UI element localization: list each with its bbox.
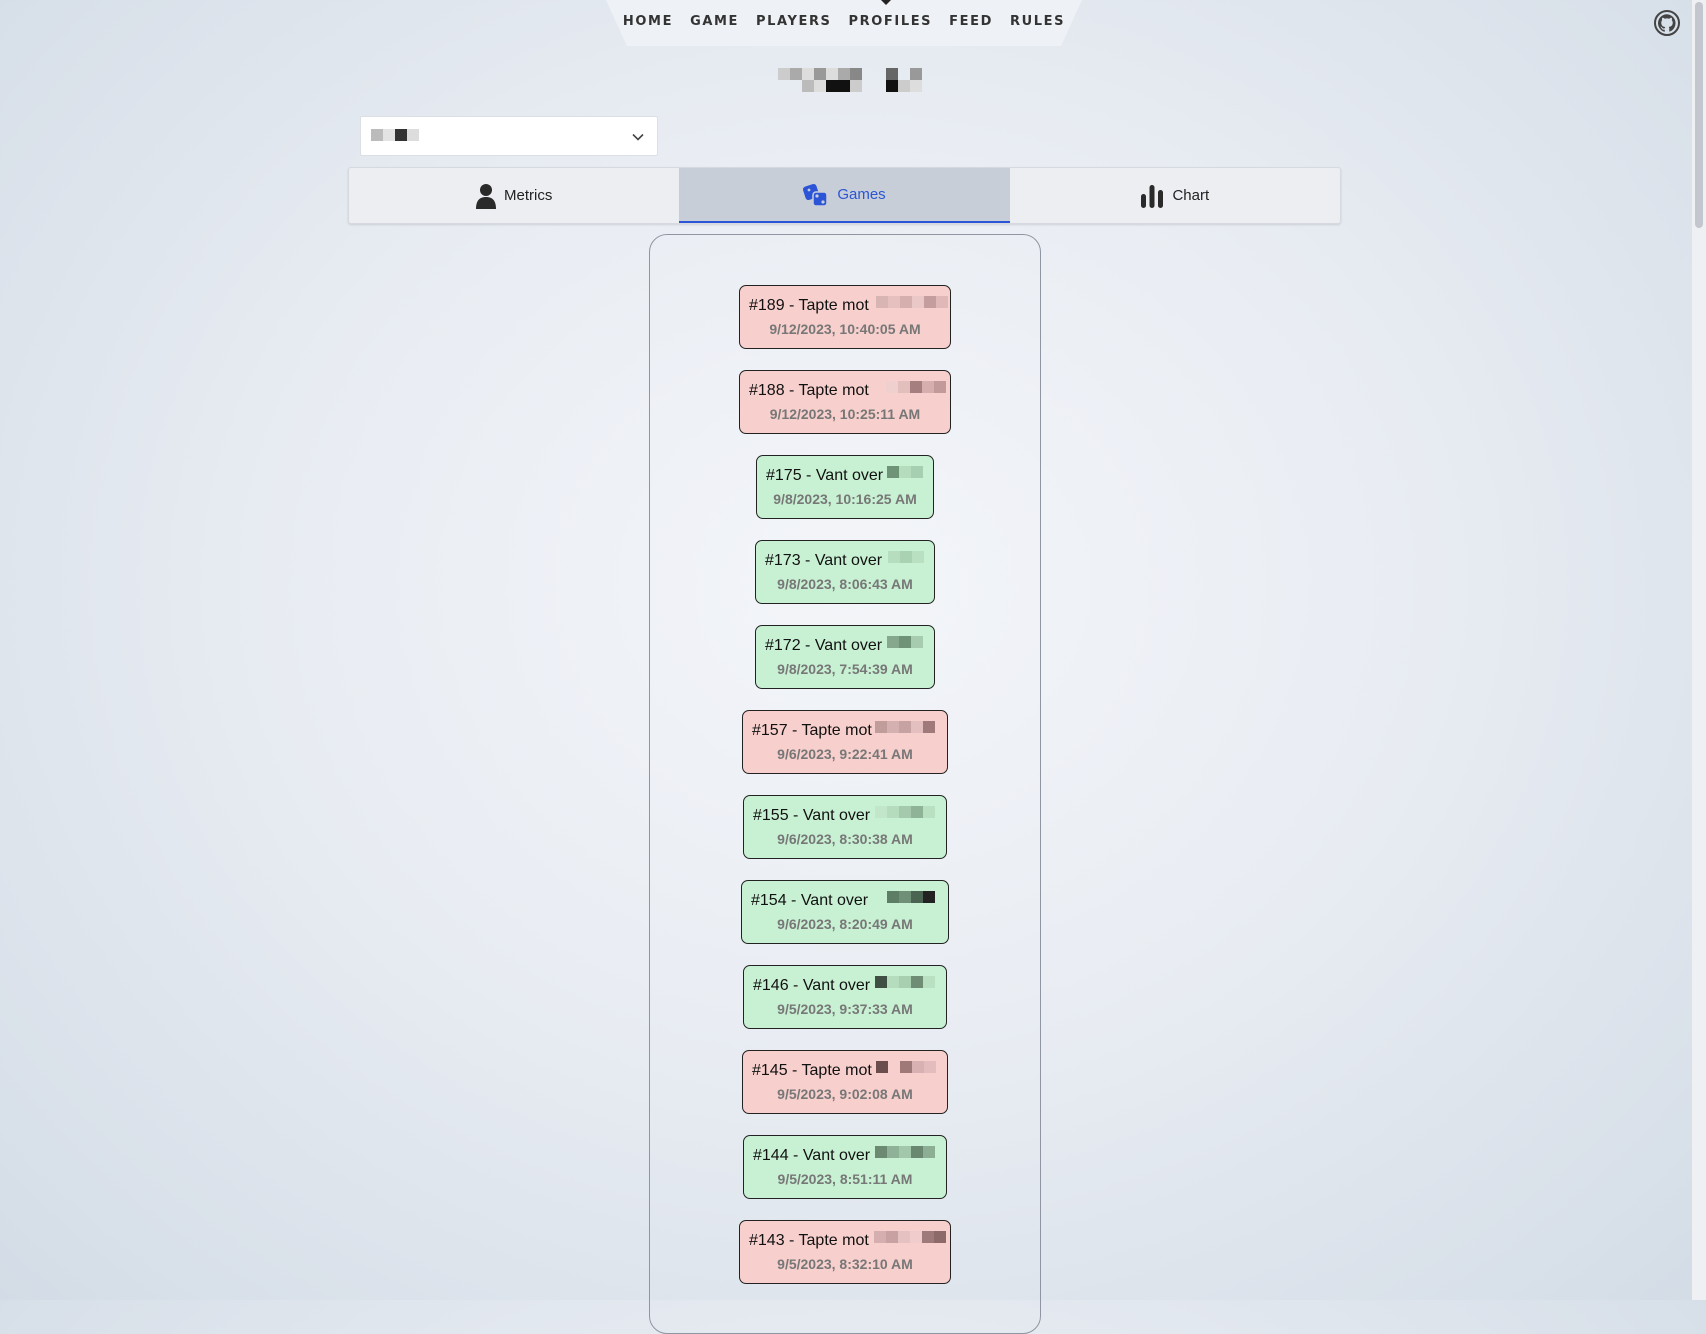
- tab-metrics[interactable]: Metrics: [349, 168, 679, 223]
- tab-metrics-label: Metrics: [503, 187, 553, 204]
- bar-chart-icon: [1141, 184, 1164, 208]
- game-title: #188 - Tapte mot: [749, 382, 869, 399]
- redacted-opponent: [875, 806, 935, 818]
- redacted-opponent: [887, 466, 923, 478]
- nav-players-link[interactable]: PLAYERS: [756, 13, 832, 29]
- game-title: #146 - Vant over: [753, 977, 871, 994]
- game-card[interactable]: #188 - Tapte mot 9/12/2023, 10:25:11 AM: [739, 370, 951, 434]
- redacted-opponent: [874, 1231, 946, 1243]
- game-date: 9/12/2023, 10:25:11 AM: [769, 406, 921, 422]
- nav-feed-link[interactable]: FEED: [949, 13, 993, 29]
- nav-rules-link[interactable]: RULES: [1010, 13, 1066, 29]
- active-nav-indicator: [881, 0, 891, 5]
- dice-icon: [803, 183, 829, 207]
- redacted-player-name: [778, 68, 922, 92]
- game-card[interactable]: #145 - Tapte mot 9/5/2023, 9:02:08 AM: [742, 1050, 948, 1114]
- game-date: 9/6/2023, 8:20:49 AM: [777, 916, 913, 932]
- game-card[interactable]: #146 - Vant over 9/5/2023, 9:37:33 AM: [743, 965, 947, 1029]
- player-select[interactable]: [360, 116, 658, 156]
- tab-games-label: Games: [837, 186, 886, 203]
- profile-tabs: Metrics Games Chart: [348, 167, 1341, 224]
- game-card[interactable]: #157 - Tapte mot 9/6/2023, 9:22:41 AM: [742, 710, 948, 774]
- game-title: #157 - Tapte mot: [752, 722, 872, 739]
- game-date: 9/6/2023, 8:30:38 AM: [777, 831, 913, 847]
- tab-chart[interactable]: Chart: [1010, 168, 1340, 223]
- game-title: #155 - Vant over: [753, 807, 871, 824]
- redacted-opponent: [876, 1061, 936, 1073]
- nav-home-link[interactable]: HOME: [622, 13, 674, 29]
- scrollbar-thumb[interactable]: [1695, 2, 1703, 228]
- game-date: 9/8/2023, 10:16:25 AM: [773, 491, 917, 507]
- github-icon-glyph: [1658, 14, 1676, 32]
- redacted-opponent: [887, 636, 923, 648]
- github-icon[interactable]: [1654, 10, 1680, 36]
- game-title: #172 - Vant over: [765, 637, 883, 654]
- game-card[interactable]: #175 - Vant over 9/8/2023, 10:16:25 AM: [756, 455, 934, 519]
- redacted-opponent: [875, 976, 935, 988]
- game-date: 9/12/2023, 10:40:05 AM: [769, 321, 921, 337]
- game-card[interactable]: #143 - Tapte mot 9/5/2023, 8:32:10 AM: [739, 1220, 951, 1284]
- game-card[interactable]: #172 - Vant over 9/8/2023, 7:54:39 AM: [755, 625, 935, 689]
- redacted-opponent: [887, 891, 935, 903]
- nav-profiles-link[interactable]: PROFILES: [848, 13, 933, 29]
- game-card[interactable]: #173 - Vant over 9/8/2023, 8:06:43 AM: [755, 540, 935, 604]
- game-card[interactable]: #154 - Vant over 9/6/2023, 8:20:49 AM: [741, 880, 949, 944]
- chevron-down-icon: [632, 133, 644, 141]
- game-date: 9/5/2023, 8:51:11 AM: [777, 1171, 913, 1187]
- game-date: 9/8/2023, 8:06:43 AM: [777, 576, 913, 592]
- page-scrollbar[interactable]: [1692, 0, 1706, 1300]
- top-nav: HOME GAME PLAYERS PROFILES FEED RULES: [606, 0, 1082, 46]
- game-title: #175 - Vant over: [766, 467, 884, 484]
- game-date: 9/5/2023, 9:02:08 AM: [777, 1086, 913, 1102]
- redacted-opponent: [886, 381, 946, 393]
- game-title: #173 - Vant over: [765, 552, 883, 569]
- person-icon: [475, 183, 496, 209]
- game-title: #143 - Tapte mot: [749, 1232, 869, 1249]
- redacted-opponent: [888, 551, 924, 563]
- game-date: 9/8/2023, 7:54:39 AM: [777, 661, 913, 677]
- redacted-opponent: [876, 296, 948, 308]
- nav-game-link[interactable]: GAME: [690, 13, 740, 29]
- redacted-opponent: [875, 721, 935, 733]
- game-title: #189 - Tapte mot: [749, 297, 869, 314]
- tab-chart-label: Chart: [1172, 187, 1210, 204]
- redacted-opponent: [875, 1146, 935, 1158]
- game-date: 9/5/2023, 9:37:33 AM: [777, 1001, 913, 1017]
- game-date: 9/6/2023, 9:22:41 AM: [777, 746, 913, 762]
- redacted-selected-player: [371, 129, 421, 141]
- game-title: #154 - Vant over: [751, 892, 869, 909]
- tab-games[interactable]: Games: [679, 168, 1010, 223]
- game-title: #145 - Tapte mot: [752, 1062, 872, 1079]
- game-card[interactable]: #189 - Tapte mot 9/12/2023, 10:40:05 AM: [739, 285, 951, 349]
- game-card[interactable]: #144 - Vant over 9/5/2023, 8:51:11 AM: [743, 1135, 947, 1199]
- game-date: 9/5/2023, 8:32:10 AM: [777, 1256, 913, 1272]
- game-card[interactable]: #155 - Vant over 9/6/2023, 8:30:38 AM: [743, 795, 947, 859]
- game-title: #144 - Vant over: [753, 1147, 871, 1164]
